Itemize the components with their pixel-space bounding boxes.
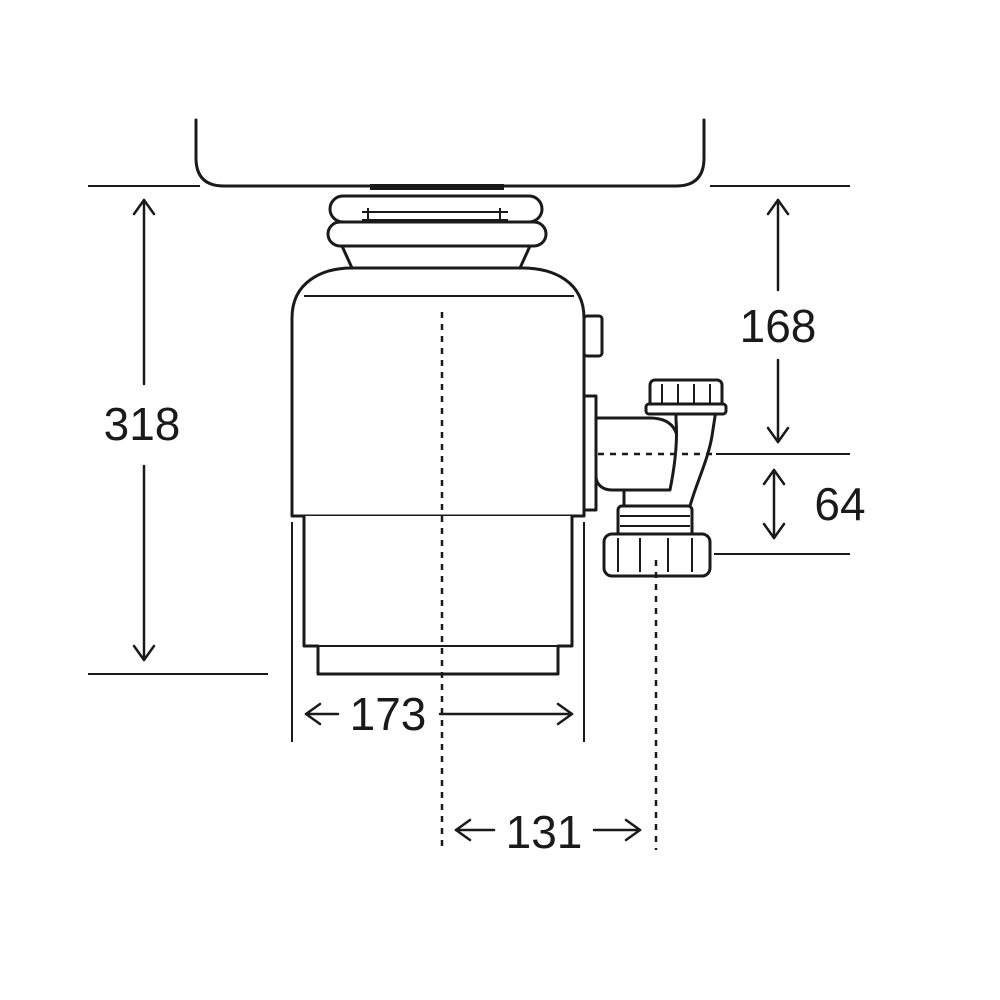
side-port-plate [582, 394, 598, 512]
dimension-body-width: 173 [304, 688, 574, 740]
dishwasher-inlet-nub [582, 314, 604, 358]
dimension-inlet-height: 168 [740, 198, 817, 444]
motor-housing [302, 514, 574, 676]
label-outlet-offset: 64 [814, 478, 865, 530]
label-outlet-distance: 131 [506, 806, 583, 858]
dimension-outlet-distance: 131 [454, 806, 642, 858]
outlet-pipe-neck [616, 504, 694, 538]
bottom-coupling-nut [602, 532, 712, 578]
label-total-height: 318 [104, 398, 181, 450]
disposer-body [290, 266, 586, 518]
sink-drain-flange [370, 184, 504, 190]
dimension-total-height: 318 [104, 198, 181, 662]
sink-basin [194, 118, 706, 188]
top-coupling-nut [644, 378, 728, 416]
label-inlet-height: 168 [740, 300, 817, 352]
label-body-width: 173 [350, 688, 427, 740]
mounting-collar [326, 194, 548, 270]
dimension-outlet-offset: 64 [762, 468, 866, 540]
